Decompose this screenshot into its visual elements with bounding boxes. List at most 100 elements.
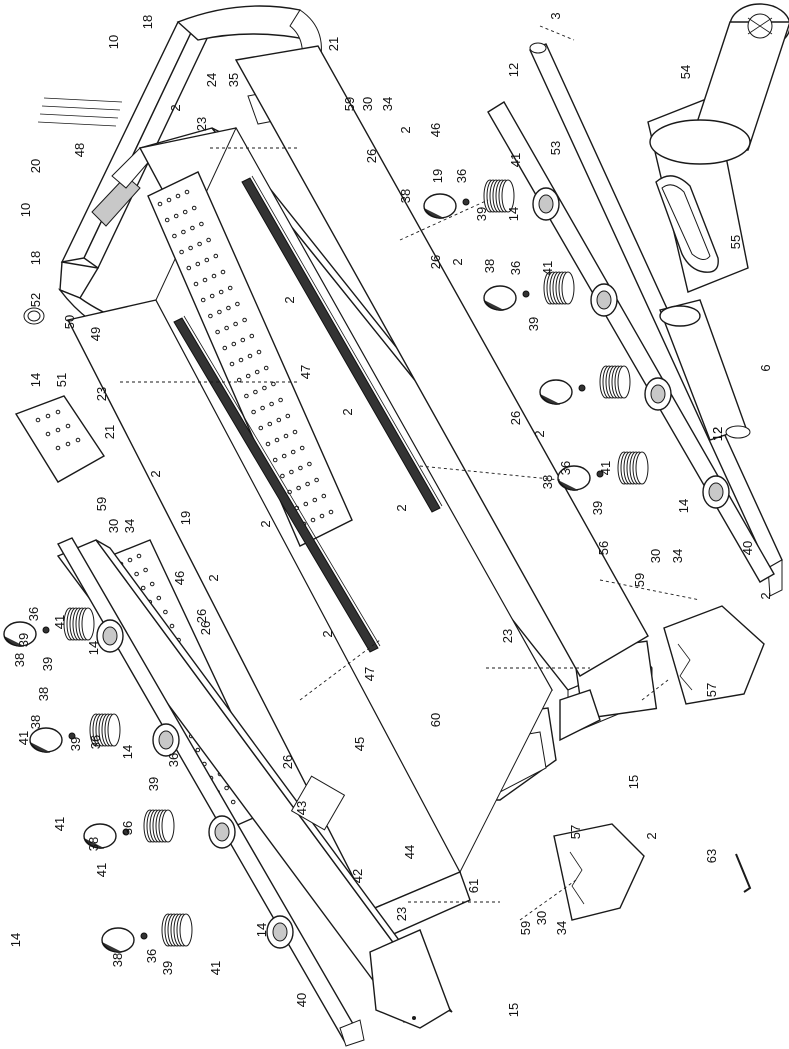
callout-40: 40 (294, 993, 309, 1007)
callout-50: 50 (62, 315, 77, 329)
callout-44: 44 (402, 845, 417, 859)
callout-39: 39 (160, 961, 175, 975)
callout-18: 18 (28, 251, 43, 265)
callout-53: 53 (548, 141, 563, 155)
callout-15: 15 (626, 775, 641, 789)
callout-61: 61 (466, 879, 481, 893)
callout-38: 38 (36, 687, 51, 701)
callout-14: 14 (8, 933, 23, 947)
callout-47: 47 (298, 365, 313, 379)
cable-ties (37, 97, 123, 127)
callout-20: 20 (28, 159, 43, 173)
callout-45: 45 (352, 737, 367, 751)
callout-34: 34 (554, 921, 569, 935)
callout-36: 36 (120, 821, 135, 835)
callout-30: 30 (534, 911, 549, 925)
callout-14: 14 (120, 745, 135, 759)
callout-2: 2 (394, 504, 409, 511)
callout-2: 2 (258, 520, 273, 527)
callout-41: 41 (540, 261, 555, 275)
rear-end-cap-upper (663, 605, 765, 705)
callout-54: 54 (678, 65, 693, 79)
callout-36: 36 (166, 753, 181, 767)
callout-3: 3 (548, 12, 563, 19)
callout-55: 55 (728, 235, 743, 249)
callout-21: 21 (326, 37, 341, 51)
callout-39: 39 (474, 207, 489, 221)
callout-2: 2 (758, 592, 773, 599)
callout-41: 41 (208, 961, 223, 975)
isolator-group-right (423, 179, 649, 491)
callout-23: 23 (94, 387, 109, 401)
side-tube-mid (487, 101, 775, 583)
callout-59: 59 (94, 497, 109, 511)
callout-2: 2 (320, 630, 335, 637)
callout-15: 15 (506, 1003, 521, 1017)
rear-end-cap-lower (553, 823, 645, 921)
callout-38: 38 (398, 189, 413, 203)
callout-39: 39 (68, 737, 83, 751)
callout-21: 21 (102, 425, 117, 439)
callout-14: 14 (254, 923, 269, 937)
callout-49: 49 (88, 327, 103, 341)
tread-rail-upper (241, 175, 443, 513)
callout-43: 43 (294, 801, 309, 815)
callout-34: 34 (122, 519, 137, 533)
callout-39: 39 (16, 633, 31, 647)
callout-59: 59 (632, 573, 647, 587)
callout-26: 26 (508, 411, 523, 425)
callout-10: 10 (18, 203, 33, 217)
wire-harness (23, 307, 45, 325)
callout-57: 57 (704, 683, 719, 697)
callout-39: 39 (526, 317, 541, 331)
callout-39: 39 (146, 777, 161, 791)
callout-2: 2 (532, 430, 547, 437)
callout-36: 36 (558, 461, 573, 475)
callout-63: 63 (704, 849, 719, 863)
callout-41: 41 (94, 863, 109, 877)
callout-12: 12 (710, 427, 725, 441)
callout-36: 36 (454, 169, 469, 183)
callout-39: 39 (590, 501, 605, 515)
callout-34: 34 (670, 549, 685, 563)
callout-24: 24 (204, 73, 219, 87)
callout-36: 36 (26, 607, 41, 621)
callout-6: 6 (758, 364, 773, 371)
callout-26: 26 (364, 149, 379, 163)
callout-38: 38 (28, 715, 43, 729)
warning-label-plate (290, 775, 346, 831)
perforated-step-pad-upper (147, 171, 353, 547)
callout-14: 14 (86, 641, 101, 655)
callout-10: 10 (106, 35, 121, 49)
lower-side-rail (56, 539, 453, 1029)
front-frame-crossbar (57, 5, 322, 346)
callout-2: 2 (282, 296, 297, 303)
tube-bushings (96, 187, 730, 949)
callout-57: 57 (568, 825, 583, 839)
callout-14: 14 (506, 207, 521, 221)
callout-34: 34 (380, 97, 395, 111)
callout-47: 47 (362, 667, 377, 681)
isolator-group-left (3, 607, 193, 953)
callout-2: 2 (206, 574, 221, 581)
drive-roller (647, 3, 789, 293)
callout-26: 26 (194, 609, 209, 623)
callout-12: 12 (506, 63, 521, 77)
handle-pad (14, 395, 106, 483)
callout-60: 60 (428, 713, 443, 727)
callout-12: 12 (710, 427, 725, 441)
callout-23: 23 (194, 117, 209, 131)
callout-46: 46 (172, 571, 187, 585)
callout-23: 23 (394, 907, 409, 921)
callout-38: 38 (540, 475, 555, 489)
callout-41: 41 (52, 817, 67, 831)
callout-51: 51 (54, 373, 69, 387)
callout-48: 48 (72, 143, 87, 157)
callout-14: 14 (28, 373, 43, 387)
callout-26: 26 (198, 621, 213, 635)
callout-2: 2 (450, 258, 465, 265)
callout-19: 19 (430, 169, 445, 183)
callout-39: 39 (40, 657, 55, 671)
callout-56: 56 (596, 541, 611, 555)
